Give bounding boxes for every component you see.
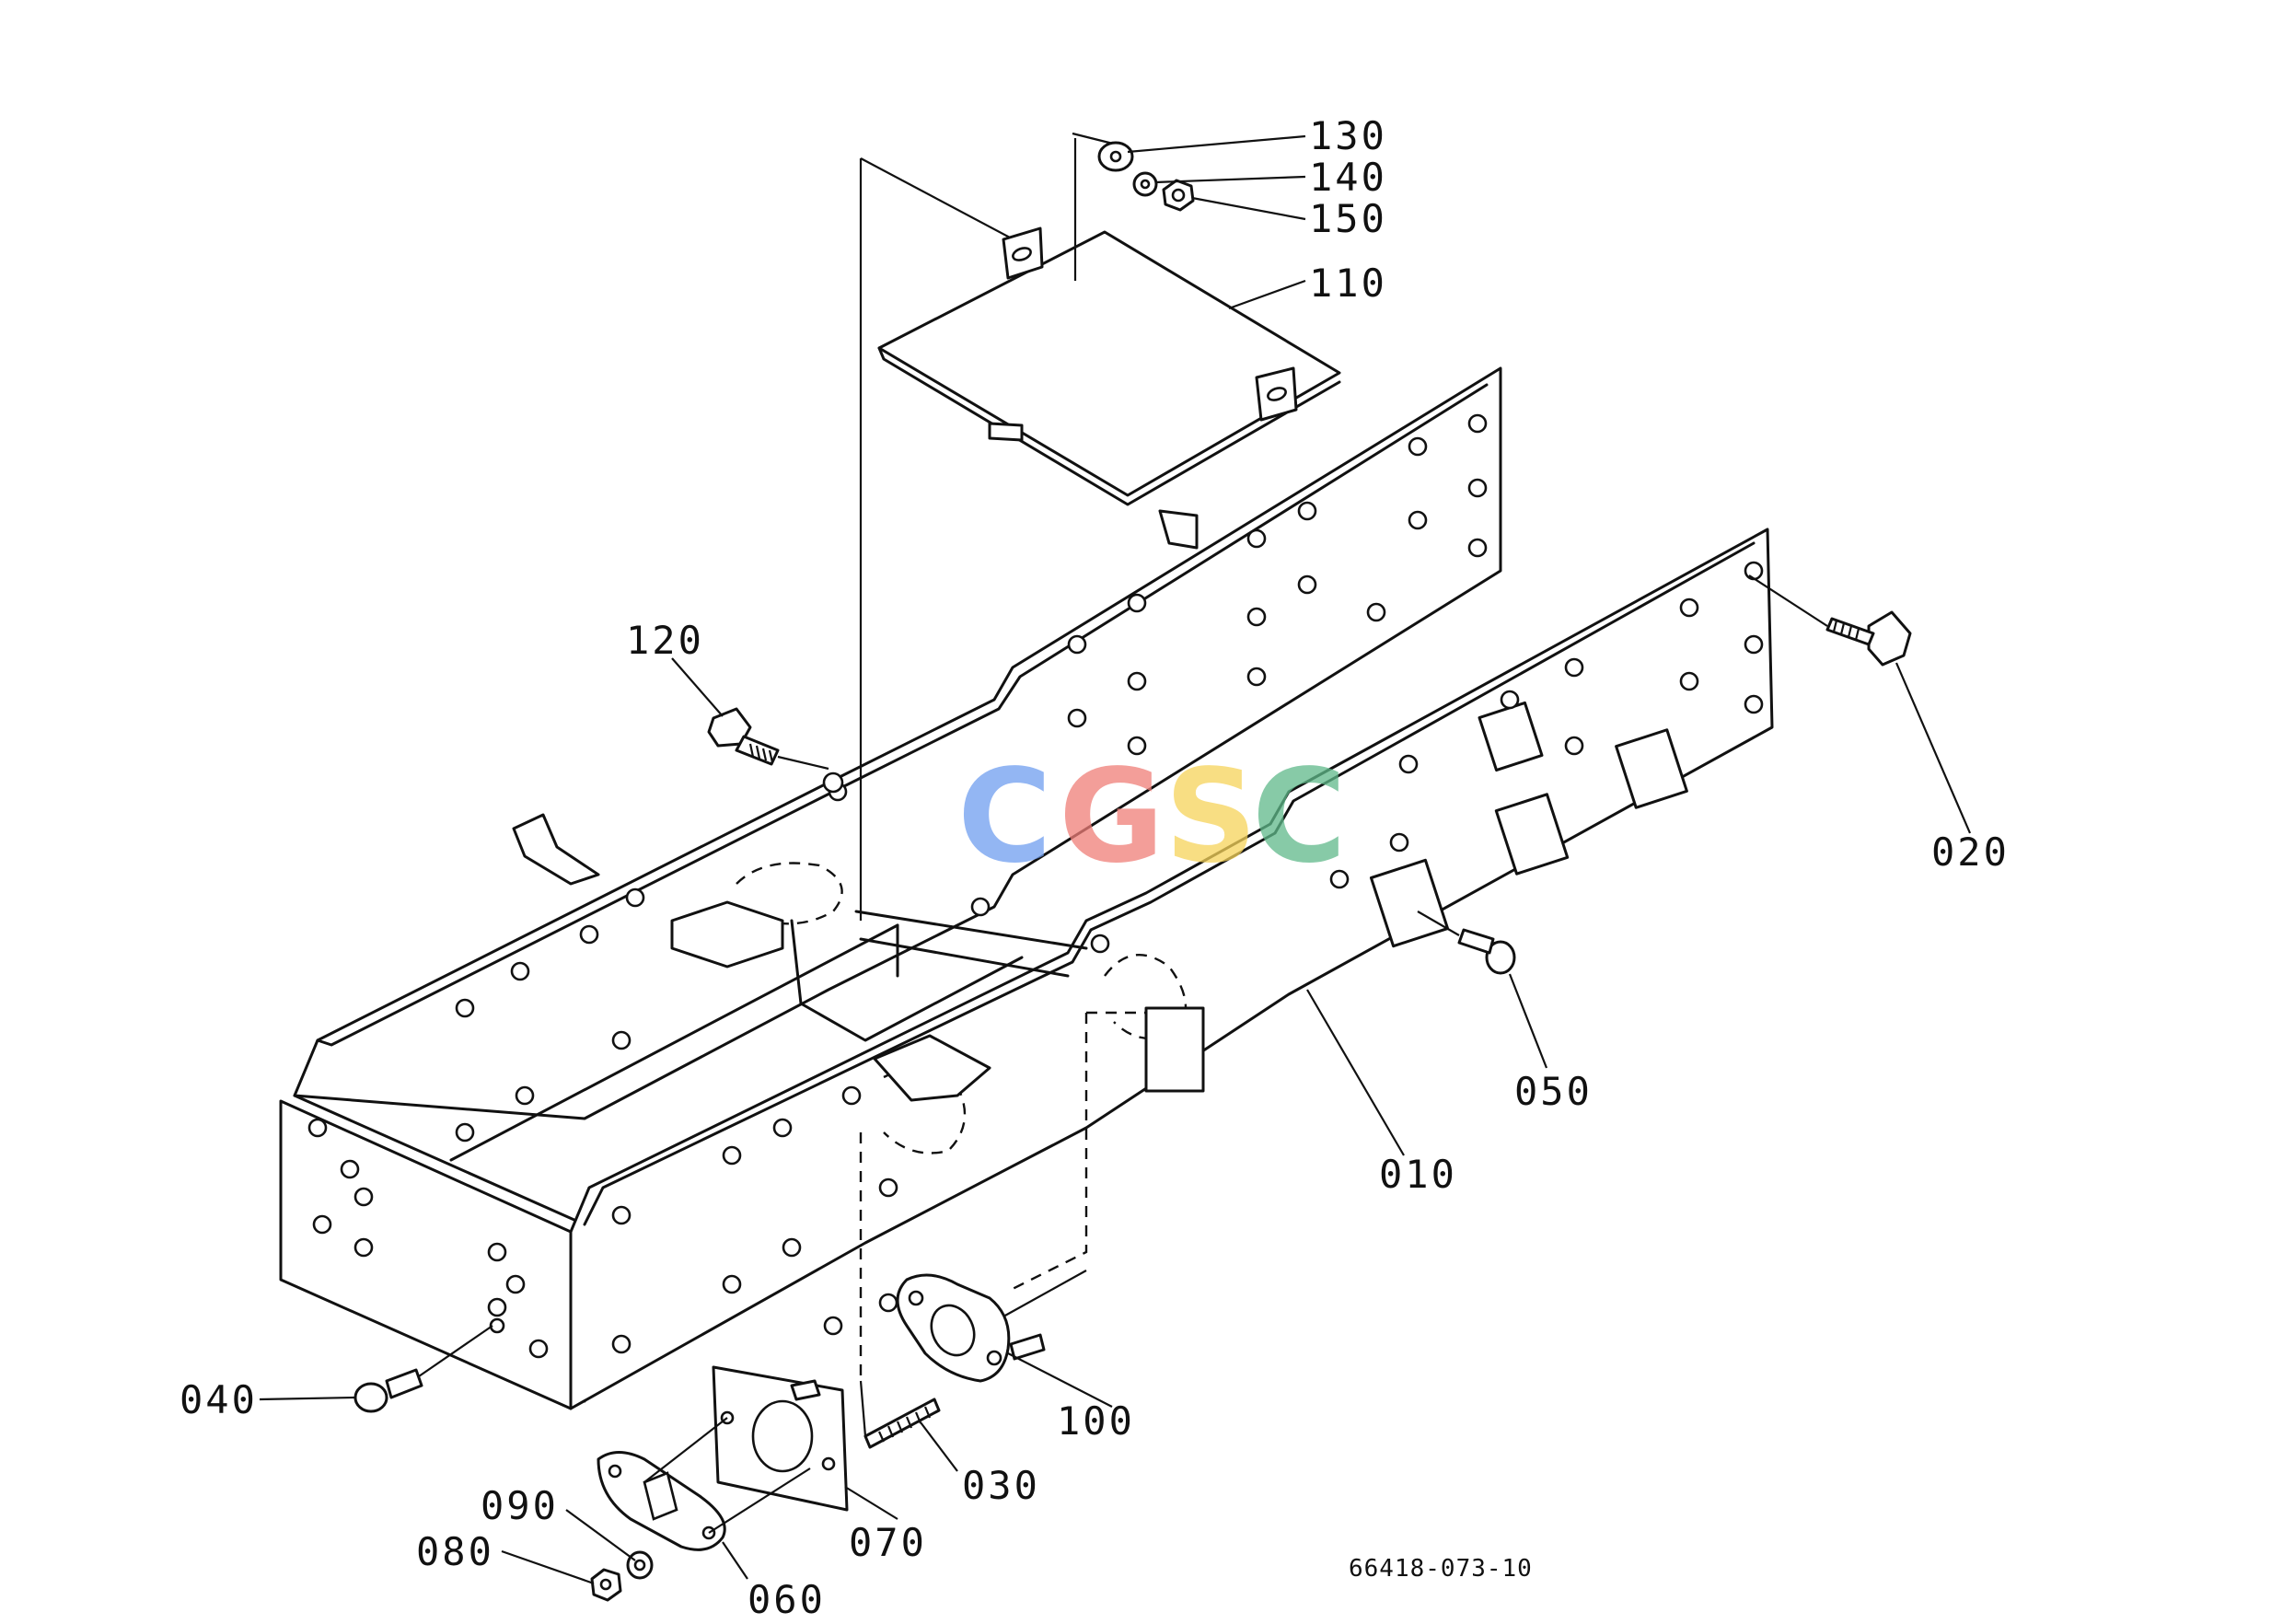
- label-040: 040: [180, 1377, 258, 1422]
- label-150: 150: [1309, 196, 1387, 241]
- label-090: 090: [481, 1483, 559, 1528]
- watermark-letter-1: C: [957, 742, 1052, 892]
- stud-030: [859, 1380, 941, 1449]
- washer-130: [1097, 141, 1134, 172]
- label-050: 050: [1514, 1069, 1593, 1114]
- flange-100: [896, 1270, 1087, 1383]
- label-020: 020: [1931, 829, 2010, 875]
- bolt-020: [1748, 574, 1912, 667]
- bolt-120: [707, 707, 829, 771]
- frame-holes: [307, 413, 1764, 1359]
- watermark-letter-2: G: [1059, 742, 1165, 892]
- drawing-number: 66418-073-10: [1349, 1555, 1533, 1583]
- nut-150: [1162, 179, 1195, 212]
- callout-leaders: [259, 134, 1972, 1585]
- label-080: 080: [416, 1529, 494, 1574]
- label-120: 120: [626, 618, 704, 663]
- label-070: 070: [849, 1520, 927, 1565]
- label-100: 100: [1057, 1398, 1135, 1444]
- watermark-letter-3: S: [1165, 742, 1257, 892]
- watermark-letter-4: C: [1252, 742, 1347, 892]
- callout-labels: 130 140 150 110 120 020 050 010 100 030 …: [180, 113, 2010, 1622]
- nut-080: [590, 1568, 622, 1602]
- label-140: 140: [1309, 155, 1387, 200]
- lock-washer-140: [1132, 171, 1158, 197]
- clip-050: [1417, 911, 1516, 975]
- gasket-060: [597, 1417, 811, 1551]
- washer-090: [626, 1550, 654, 1580]
- label-130: 130: [1309, 113, 1387, 158]
- cover-plate-110: [877, 226, 1341, 506]
- watermark-logo: C G S C: [957, 742, 1347, 892]
- clip-040: [353, 1325, 493, 1413]
- frame-010: [279, 366, 1774, 1410]
- label-030: 030: [962, 1463, 1040, 1508]
- label-060: 060: [747, 1577, 826, 1622]
- plate-070: [712, 1365, 849, 1512]
- label-010: 010: [1379, 1152, 1457, 1197]
- label-110: 110: [1309, 261, 1387, 306]
